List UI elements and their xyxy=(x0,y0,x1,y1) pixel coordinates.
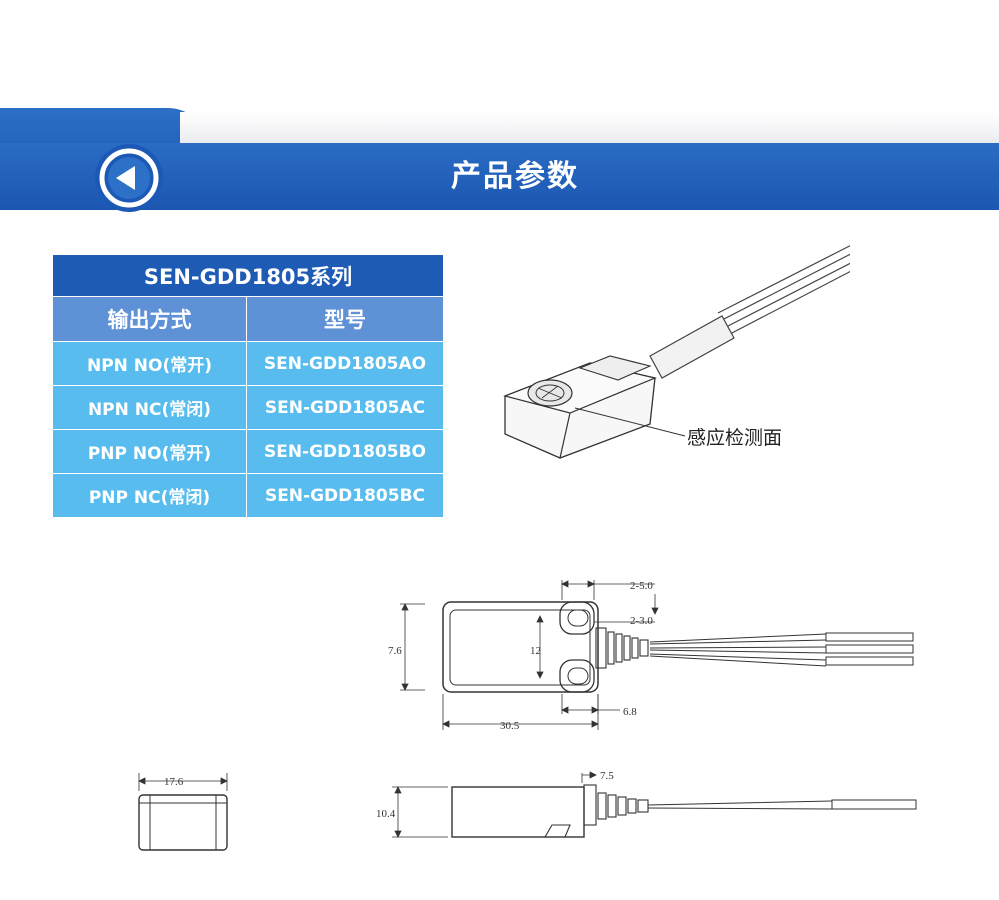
header-output-mode: 输出方式 xyxy=(52,296,247,342)
cell-output-mode: NPN NC(常闭) xyxy=(52,385,247,430)
cell-model: SEN-GDD1805AC xyxy=(246,385,444,430)
back-button[interactable] xyxy=(95,144,163,212)
cell-output-mode: NPN NO(常开) xyxy=(52,341,247,386)
sensor-illustration: 感应检测面 xyxy=(503,245,850,459)
table-row: NPN NO(常开) SEN-GDD1805AO xyxy=(52,341,444,386)
dim-gap2: 2-3.0 xyxy=(630,615,653,627)
dim-side-height: 10.4 xyxy=(376,808,396,820)
dim-length: 30.5 xyxy=(500,720,520,732)
table-row: NPN NC(常闭) SEN-GDD1805AC xyxy=(52,385,444,430)
page-title: 产品参数 xyxy=(451,159,579,194)
end-view-drawing: 17.6 xyxy=(138,773,228,851)
dim-slot: 12 xyxy=(530,645,541,657)
sensing-face-callout: 感应检测面 xyxy=(687,427,782,449)
circle-arrow-left-icon xyxy=(99,148,159,208)
side-view-drawing: 10.4 7.5 xyxy=(376,770,917,838)
spec-table: SEN-GDD1805系列 输出方式 型号 NPN NO(常开) SEN-GDD… xyxy=(52,254,444,518)
cell-model: SEN-GDD1805BC xyxy=(246,473,444,518)
dim-tail: 6.8 xyxy=(623,706,637,718)
top-view-drawing: 7.6 12 30.5 2-5.0 2-3.0 6.8 xyxy=(388,580,914,732)
dim-gap1: 2-5.0 xyxy=(630,580,653,592)
dim-width: 17.6 xyxy=(164,776,184,788)
dim-height: 7.6 xyxy=(388,645,402,657)
cell-model: SEN-GDD1805AO xyxy=(246,341,444,386)
header-bar xyxy=(0,143,999,210)
table-title: SEN-GDD1805系列 xyxy=(52,254,444,297)
table-row: PNP NC(常闭) SEN-GDD1805BC xyxy=(52,473,444,518)
dim-step: 7.5 xyxy=(600,770,614,782)
cell-output-mode: PNP NC(常闭) xyxy=(52,473,247,518)
cell-model: SEN-GDD1805BO xyxy=(246,429,444,474)
header-model: 型号 xyxy=(246,296,444,342)
table-row: PNP NO(常开) SEN-GDD1805BO xyxy=(52,429,444,474)
cell-output-mode: PNP NO(常开) xyxy=(52,429,247,474)
header-shadow xyxy=(180,112,999,146)
